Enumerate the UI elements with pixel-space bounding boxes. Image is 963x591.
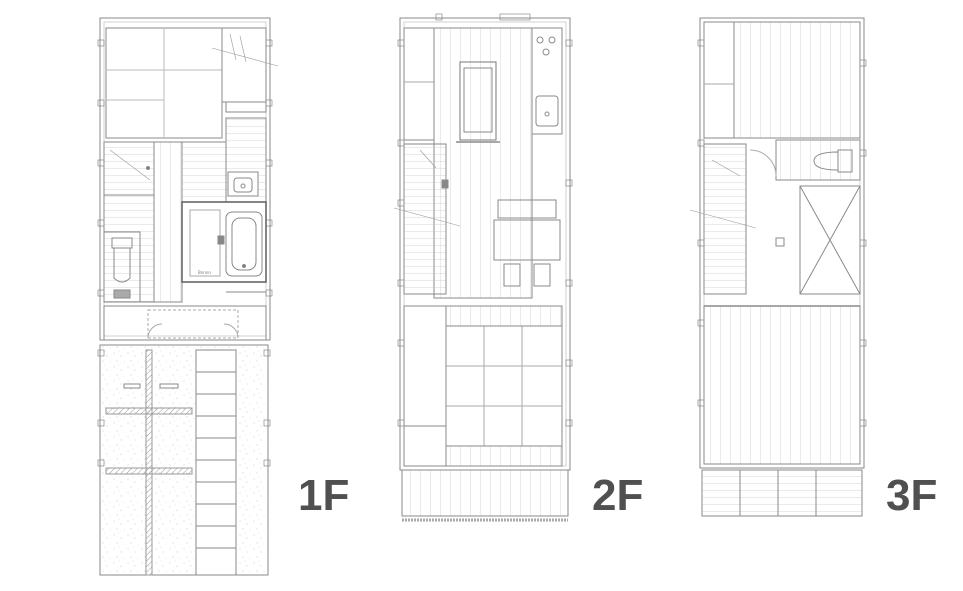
stairs-2f	[403, 143, 447, 295]
plan-1f: Bnnnn	[97, 17, 279, 576]
stairs-1f	[103, 141, 155, 303]
entrance-1f	[103, 305, 267, 341]
exterior-wall-3f	[699, 17, 865, 469]
balcony-3f	[701, 469, 863, 517]
parking-1f	[99, 344, 269, 576]
floor-label-3f: 3F	[886, 471, 937, 520]
balcony-2f	[401, 469, 569, 517]
floor-label-2f: 2F	[592, 471, 643, 520]
tatami-room-2f	[445, 325, 563, 447]
floor-label-1f: 1F	[298, 471, 349, 520]
svg-text:Bnnnn: Bnnnn	[198, 270, 211, 275]
plan-2f	[393, 13, 573, 522]
walkway-1f	[195, 349, 237, 576]
bathroom-1f	[181, 201, 267, 283]
living-dining-2f	[433, 27, 533, 299]
toilet-room-3f	[775, 139, 861, 181]
toilet-room-1f	[103, 231, 141, 303]
bedroom-south-3f	[703, 305, 861, 465]
plan-3f	[689, 17, 867, 517]
void-3f	[799, 185, 861, 295]
dining-table-2f	[497, 199, 557, 219]
stairs-3f	[703, 143, 747, 295]
